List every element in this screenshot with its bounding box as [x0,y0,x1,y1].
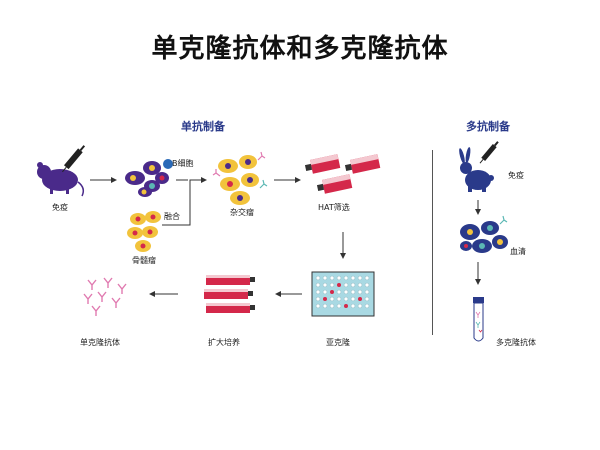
serum-cell-cluster-icon [460,215,508,253]
label-expansion: 扩大培养 [208,338,240,347]
polyclonal-heading: 多抗制备 [466,120,510,133]
myeloma-cluster-icon [127,211,161,252]
label-pab: 多克隆抗体 [496,338,536,347]
hybridoma-cluster-icon [212,151,268,205]
label-mab: 单克隆抗体 [80,338,120,347]
fusion-arrow [162,177,207,226]
label-serum: 血清 [510,247,526,256]
label-b-cells: B细胞 [172,159,194,168]
label-fusion: 融合 [164,212,180,221]
expansion-flask-stack-icon [204,275,255,313]
syringe-icon [479,141,499,164]
label-hybridoma: 杂交瘤 [230,208,254,217]
label-myeloma: 骨髓瘤 [132,256,156,265]
page-title: 单克隆抗体和多克隆抗体 [151,34,449,64]
section-divider [432,150,433,335]
label-subclone: 亚克隆 [326,338,350,347]
syringe-icon [62,145,86,173]
antibody-icon [83,277,127,316]
well-plate-icon [311,271,375,317]
flask-icon [304,154,381,194]
test-tube-icon [473,297,484,342]
monoclonal-heading: 单抗制备 [181,120,225,133]
b-cell-cluster-icon [125,159,173,197]
label-immunize-mono: 免疫 [52,203,68,212]
label-hat-selection: HAT筛选 [318,203,350,212]
rabbit-icon [459,147,494,192]
mouse-icon [37,162,85,197]
label-immunize-poly: 免疫 [508,171,524,180]
